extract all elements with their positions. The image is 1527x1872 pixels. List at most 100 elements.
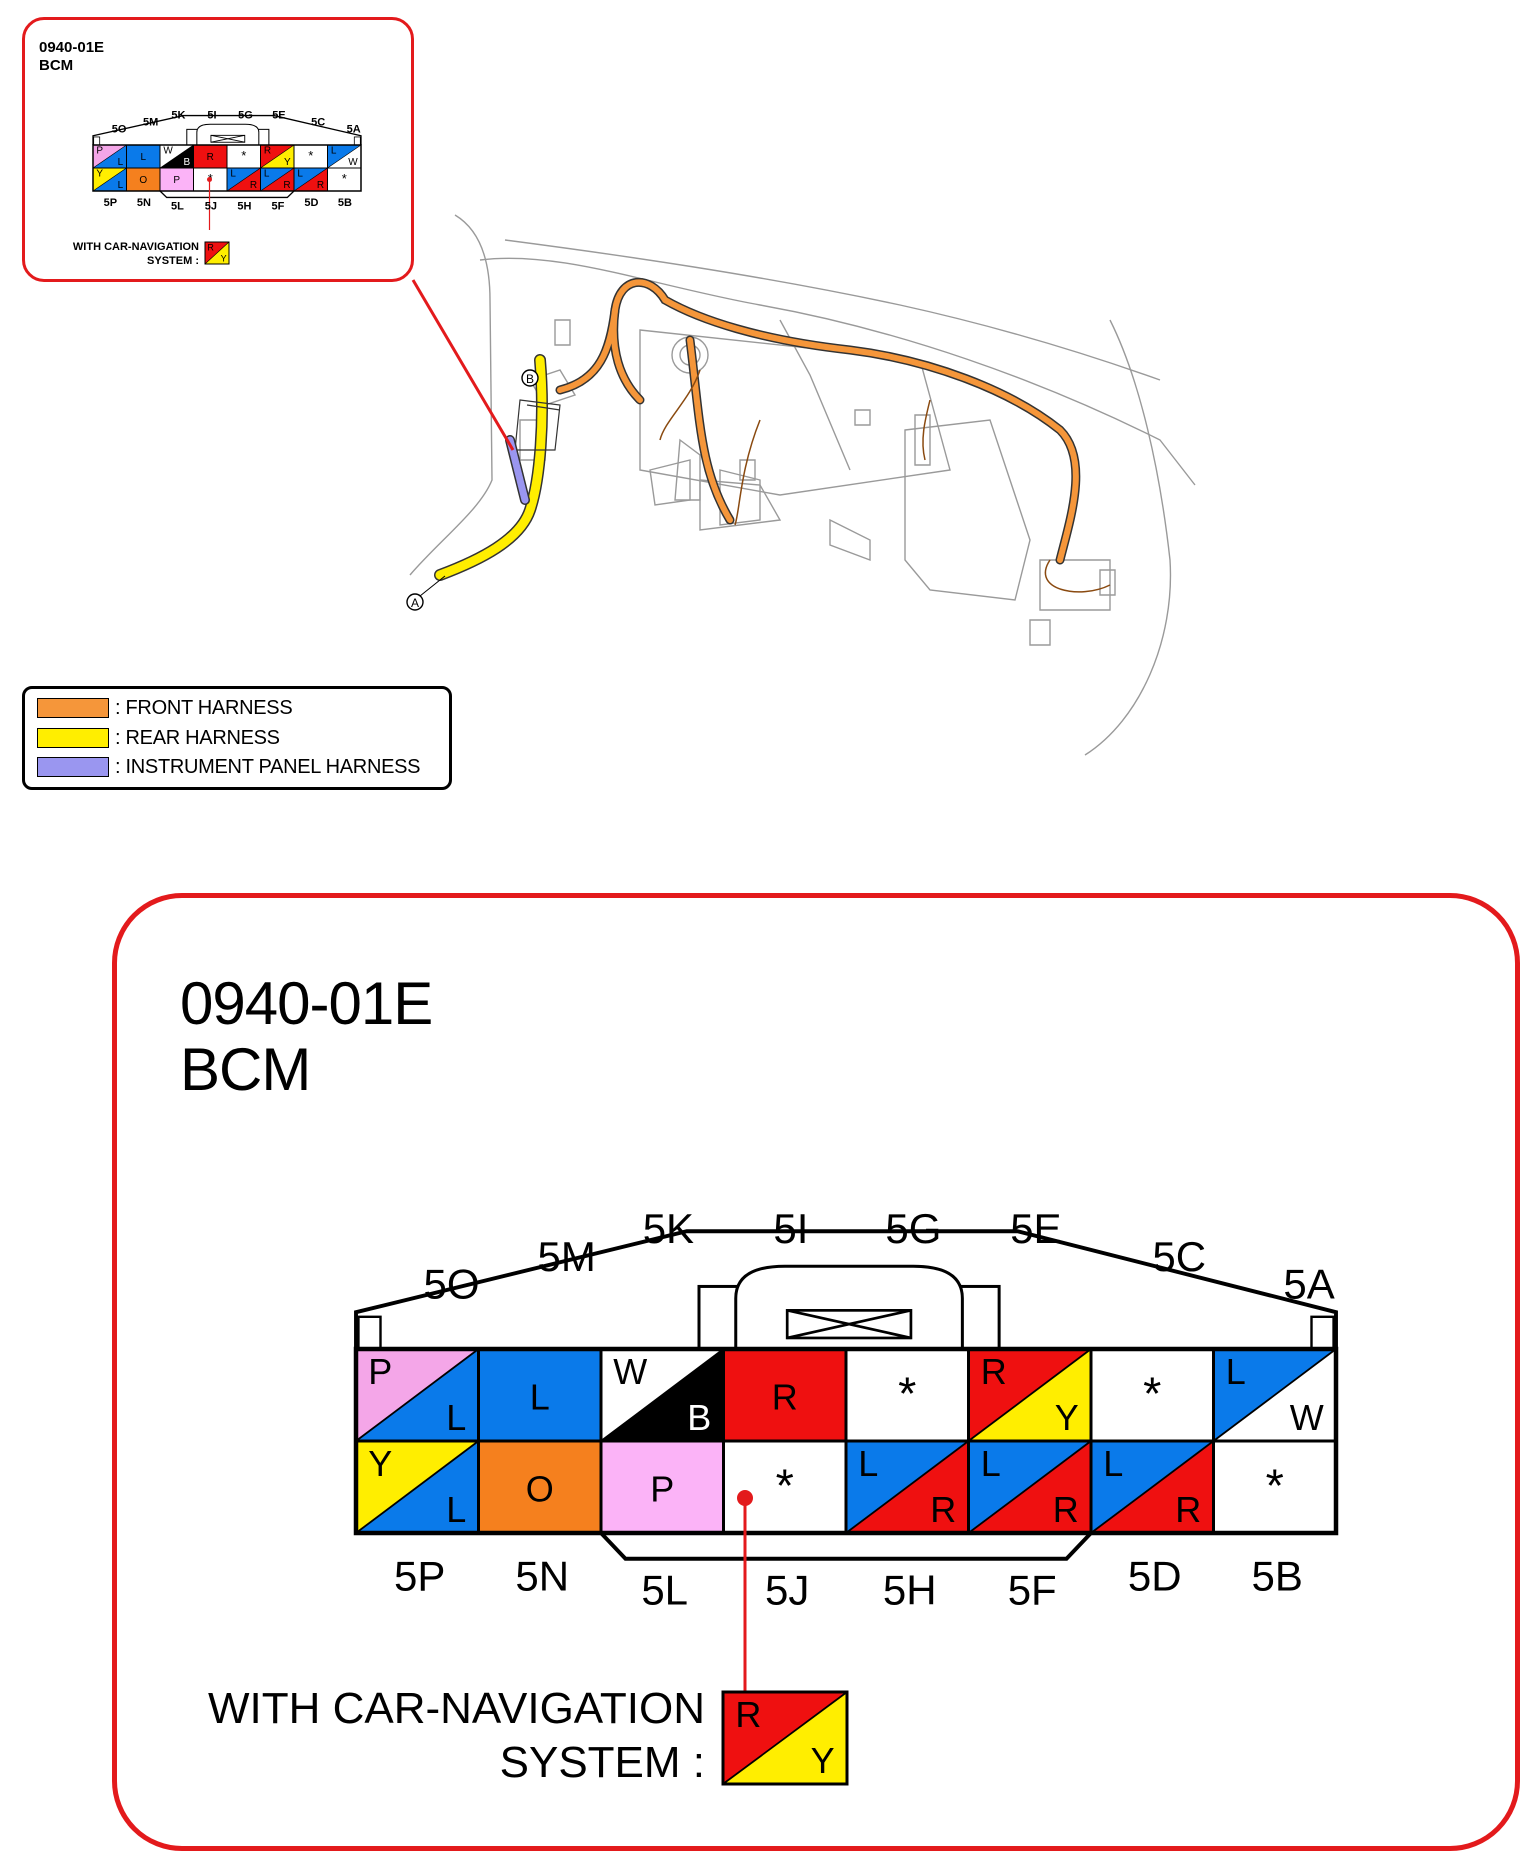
legend-swatch-front xyxy=(37,698,109,718)
locator-a-icon xyxy=(406,575,446,611)
connector-housing-bottom xyxy=(159,190,295,199)
pin-label-5h: 5H xyxy=(237,200,251,212)
pin-label-5g: 5G xyxy=(238,110,253,122)
wire-color-code: * xyxy=(308,148,313,163)
pin-label-5c: 5C xyxy=(311,116,325,128)
wire-color-code: L xyxy=(446,1397,466,1438)
pin-label-5h: 5H xyxy=(883,1566,937,1613)
locator-a-label: A xyxy=(411,596,419,610)
pin-5h: LR xyxy=(844,1439,970,1535)
pin-label-5o: 5O xyxy=(112,123,127,135)
harness-legend: : FRONT HARNESS : REAR HARNESS : INSTRUM… xyxy=(22,686,452,790)
pin-label-5j: 5J xyxy=(765,1566,809,1613)
wire-color-code: Y xyxy=(221,253,227,263)
wire-color-code: R xyxy=(735,1694,761,1735)
wire-color-code: P xyxy=(368,1351,392,1392)
pin-label-5k: 5K xyxy=(171,110,185,122)
pin-label-5c: 5C xyxy=(1152,1233,1206,1280)
pin-label-5p: 5P xyxy=(104,197,117,209)
wire-color-code: R xyxy=(981,1351,1007,1392)
pin-5h: LR xyxy=(226,167,261,192)
legend-item-front: : FRONT HARNESS xyxy=(37,696,293,719)
wire-color-code: W xyxy=(348,157,358,168)
pin-5a: LW xyxy=(327,144,362,169)
pin-label-5f: 5F xyxy=(271,200,284,212)
wire-color-code: W xyxy=(613,1351,647,1392)
pin-label-5f: 5F xyxy=(1008,1566,1057,1613)
wire-color-code: P xyxy=(173,175,180,186)
pin-label-5n: 5N xyxy=(137,197,151,209)
wire-color-code: R xyxy=(930,1489,956,1530)
pin-label-5n: 5N xyxy=(515,1553,569,1600)
pin-label-5b: 5B xyxy=(338,197,352,209)
wire-color-code: * xyxy=(342,171,347,186)
wire-color-code: W xyxy=(163,146,173,157)
wire-color-code: L xyxy=(118,180,124,191)
wire-color-code: O xyxy=(526,1469,554,1510)
wire-color-code: Y xyxy=(368,1443,392,1484)
wire-color-code: Y xyxy=(96,169,103,180)
wire-color-code: L xyxy=(230,169,236,180)
nav-option-swatch-small-cell: RY xyxy=(204,241,230,265)
wire-color-code: L xyxy=(858,1443,878,1484)
wire-color-code: R xyxy=(207,242,214,252)
connector-name-large: BCM xyxy=(180,1036,311,1103)
wire-color-code: L xyxy=(446,1489,466,1530)
pin-label-5l: 5L xyxy=(641,1566,688,1613)
pin-label-5d: 5D xyxy=(1128,1553,1182,1600)
pin-label-5a: 5A xyxy=(347,123,361,135)
wire-color-code: W xyxy=(1290,1397,1324,1438)
pin-label-5m: 5M xyxy=(538,1233,596,1280)
wire-color-code: * xyxy=(1266,1460,1284,1512)
pin-label-5i: 5I xyxy=(773,1205,808,1252)
pin-5b: * xyxy=(1212,1439,1338,1535)
pin-5n: O xyxy=(477,1439,603,1535)
wire-color-code: R xyxy=(317,180,324,191)
legend-swatch-instrument xyxy=(37,757,109,777)
nav-option-pin-marker xyxy=(737,1490,753,1506)
wire-color-code: R xyxy=(1053,1489,1079,1530)
connector-name-small: BCM xyxy=(39,57,74,74)
wire-color-code: * xyxy=(898,1368,916,1420)
nav-option-swatch-large: RY xyxy=(721,1690,849,1786)
wire-color-code: Y xyxy=(284,157,291,168)
wire-color-code: L xyxy=(118,157,124,168)
pin-label-5j: 5J xyxy=(205,200,217,212)
connector-housing-top xyxy=(354,1229,1338,1349)
pin-5k: WB xyxy=(599,1347,725,1443)
pin-5f: LR xyxy=(260,167,295,192)
legend-label-front: : FRONT HARNESS xyxy=(115,696,293,719)
legend-swatch-rear xyxy=(37,728,109,748)
wire-color-code: L xyxy=(331,146,337,157)
pin-label-5o: 5O xyxy=(424,1260,480,1307)
connector-housing-bottom xyxy=(599,1531,1093,1561)
wire-color-code: R xyxy=(250,180,257,191)
pin-5f: LR xyxy=(967,1439,1093,1535)
pin-5j: * xyxy=(722,1439,848,1535)
pin-5e: RY xyxy=(967,1347,1093,1443)
harness-routing-drawing: A B xyxy=(406,214,1196,756)
pin-label-5p: 5P xyxy=(394,1553,445,1600)
wire-color-code: R xyxy=(772,1377,798,1418)
connector-code-large: 0940-01E xyxy=(180,970,433,1037)
pin-label-5d: 5D xyxy=(304,197,318,209)
pin-5p: YL xyxy=(92,167,127,192)
pin-5l: P xyxy=(599,1439,725,1535)
pin-label-5g: 5G xyxy=(885,1205,941,1252)
wire-color-code: R xyxy=(283,180,290,191)
nav-option-swatch-small: RY xyxy=(204,241,230,265)
pin-label-5a: 5A xyxy=(1283,1260,1334,1307)
pin-5e: RY xyxy=(260,144,295,169)
wire-color-code: R xyxy=(1175,1489,1201,1530)
legend-item-instrument: : INSTRUMENT PANEL HARNESS xyxy=(37,756,421,778)
legend-label-rear: : REAR HARNESS xyxy=(115,726,280,749)
wire-color-code: B xyxy=(687,1397,711,1438)
pin-label-5k: 5K xyxy=(643,1205,694,1252)
wire-color-code: Y xyxy=(811,1740,835,1781)
wire-color-code: L xyxy=(981,1443,1001,1484)
wire-color-code: R xyxy=(264,146,271,157)
